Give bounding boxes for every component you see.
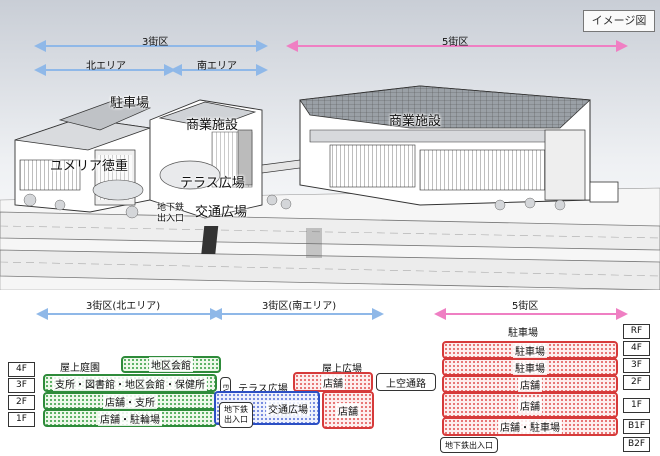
section-arrows (36, 308, 628, 320)
section-south-label: 3街区(南エリア) (262, 301, 337, 312)
scene-terrace-plaza-label: テラス広場 (180, 176, 245, 191)
south-area-label: 南エリア (197, 61, 237, 72)
floor-label-1f: 1F (8, 412, 35, 427)
skyway-box: 上空通路 (376, 373, 436, 391)
d5-shops-2f-box: 店舗 (442, 375, 618, 393)
floor-label-3f: 3F (8, 378, 35, 393)
d5-parking-4f-box: 駐車場 (442, 341, 618, 359)
shops-bicycle-box: 店舗・駐輪場 (43, 409, 217, 427)
branch-office-box: 支所・図書館・地区会館・保健所 (43, 374, 217, 392)
community-hall-4f-box: 地区会館 (121, 356, 221, 373)
scene-yumeria-label: ユメリア徳重 (50, 159, 129, 174)
floor-label-rf: RF (623, 324, 650, 339)
d5-parking-label: 駐車場 (508, 328, 538, 339)
floor-label-4f-right: 4F (623, 341, 650, 356)
scene-parking-label: 駐車場 (110, 96, 150, 111)
floor-label-2f: 2F (8, 395, 35, 410)
district3-label: 3街区 (142, 37, 169, 48)
rooftop-plaza-label: 屋上広場 (322, 364, 362, 375)
subway-exit-box: 地下鉄 出入口 (219, 402, 253, 428)
floor-label-b1f: B1F (623, 419, 650, 434)
section-north-label: 3街区(北エリア) (86, 301, 161, 312)
floor-label-4f: 4F (8, 362, 35, 377)
d5-parking-3f-box: 駐車場 (442, 358, 618, 376)
d5-shops-parking-b1f-box: 店舗・駐車場 (442, 417, 618, 436)
scene-subway-exit-label: 地下鉄 出入口 (157, 203, 185, 224)
d5-subway-exit-box: 地下鉄出入口 (440, 437, 498, 453)
floor-label-2f-right: 2F (623, 375, 650, 390)
scene-commercial-right-label: 商業施設 (389, 114, 442, 129)
aerial-illustration (0, 0, 660, 290)
shops-lower-box: 店舗 (322, 391, 374, 429)
rooftop-garden-label: 屋上庭園 (60, 363, 100, 374)
district5-label: 5街区 (442, 37, 469, 48)
floor-label-3f-right: 3F (623, 358, 650, 373)
shops-branch-box: 店舗・支所 (43, 392, 217, 410)
section-district5-label: 5街区 (512, 301, 539, 312)
scene-commercial-left-label: 商業施設 (186, 118, 239, 133)
image-note-badge: イメージ図 (583, 10, 655, 32)
north-area-label: 北エリア (86, 61, 126, 72)
terrace-plaza-label: テラス広場 (238, 384, 288, 395)
shops-upper-box: 店舗 (293, 372, 373, 392)
scene-transit-plaza-label: 交通広場 (195, 205, 248, 220)
floor-label-b2f: B2F (623, 437, 650, 452)
d5-shops-1f-box: 店舗 (442, 392, 618, 418)
floor-label-1f-right: 1F (623, 398, 650, 413)
